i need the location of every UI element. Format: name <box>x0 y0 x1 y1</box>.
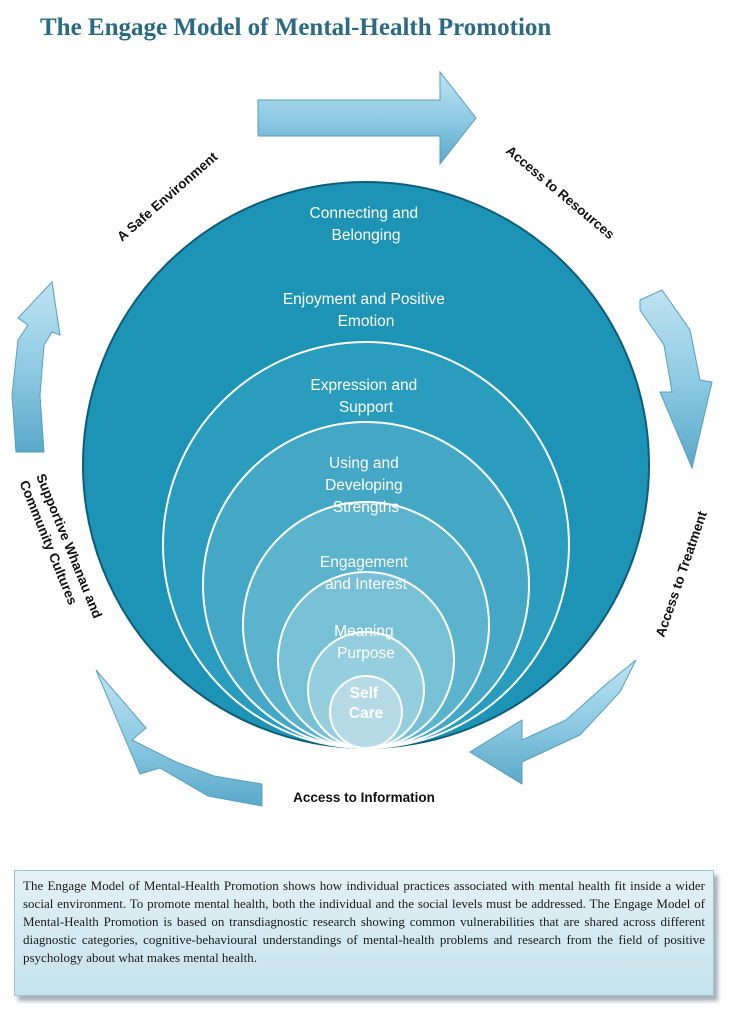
arrow-right-lower <box>469 659 637 785</box>
arrow-bottom-left <box>95 669 263 807</box>
label-access-information: Access to Information <box>293 790 435 805</box>
ring-label-enjoyment-positive-emotion: Enjoyment and Positive Emotion <box>283 291 449 330</box>
arrow-left <box>11 280 61 453</box>
caption-text: The Engage Model of Mental-Health Promot… <box>23 878 705 965</box>
label-safe-environment: A Safe Environment <box>114 149 221 244</box>
arrow-top <box>257 70 477 166</box>
ring-label-self-care: Self Care <box>349 685 384 722</box>
ring-label-using-developing-strengths: Using and Developing Strengths <box>325 455 407 516</box>
circle-self-care <box>329 675 403 749</box>
cycle-arrows <box>11 70 713 807</box>
practice-circles <box>82 181 650 749</box>
label-access-treatment: Access to Treatment <box>653 509 710 639</box>
ring-label-meaning-purpose: Meaning Purpose <box>334 623 398 662</box>
caption-box: The Engage Model of Mental-Health Promot… <box>14 870 714 996</box>
ring-label-expression-support: Expression and Support <box>310 377 421 416</box>
page-title: The Engage Model of Mental-Health Promot… <box>40 14 552 41</box>
ring-label-connecting-belonging: Connecting and Belonging <box>310 205 423 244</box>
engage-model-diagram: Connecting and Belonging Enjoyment and P… <box>11 70 713 807</box>
ring-label-engagement-interest: Engagement and Interest <box>320 554 412 593</box>
arrow-right-upper <box>639 289 713 470</box>
